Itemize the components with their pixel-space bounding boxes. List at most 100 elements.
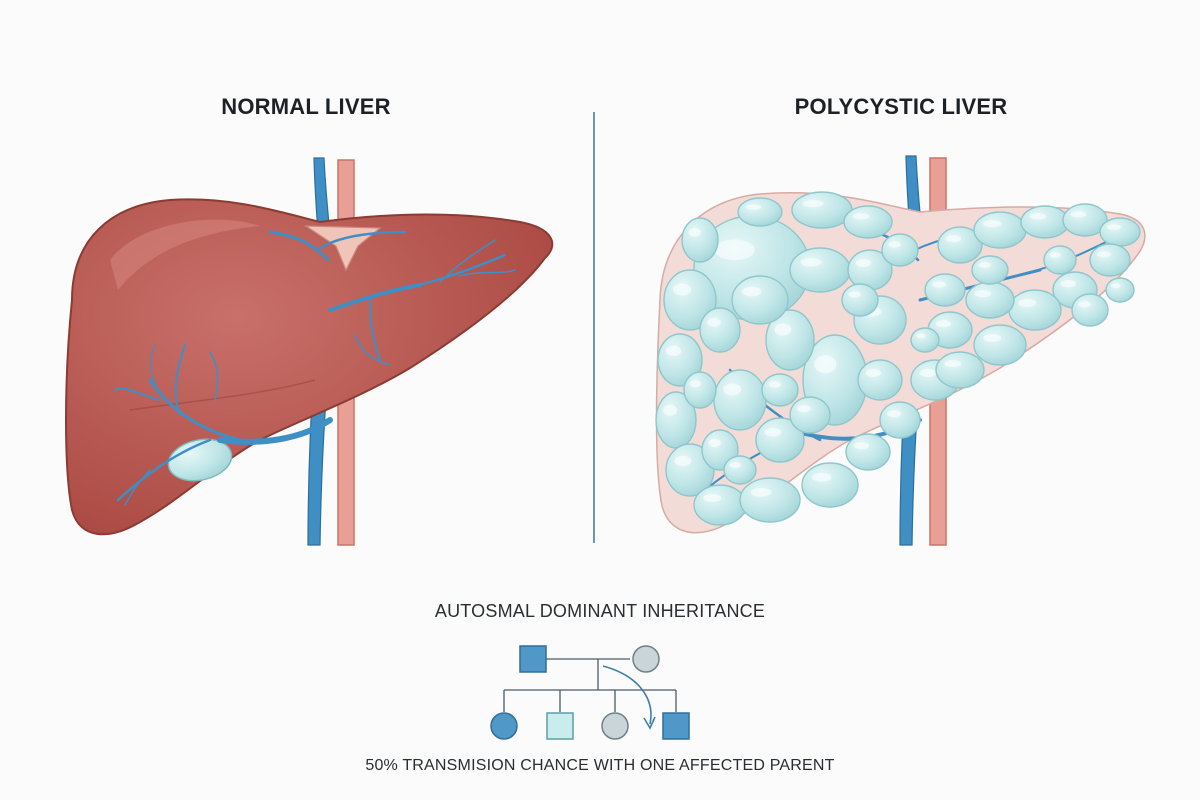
- cyst: [737, 197, 783, 227]
- cyst-highlight: [811, 472, 832, 482]
- cyst-highlight: [745, 204, 762, 210]
- cyst-highlight: [729, 462, 741, 468]
- cyst: [713, 369, 767, 431]
- gallbladder: [167, 438, 233, 482]
- child-affected-male: [662, 712, 690, 740]
- cyst: [971, 255, 1009, 285]
- cyst-highlight: [1078, 301, 1091, 308]
- cyst: [1020, 205, 1070, 239]
- cyst: [1008, 289, 1062, 331]
- cyst-highlight: [1070, 211, 1087, 218]
- cyst-highlight: [853, 442, 870, 450]
- cyst: [789, 396, 831, 434]
- cyst-highlight: [688, 227, 701, 237]
- cyst: [881, 233, 919, 267]
- cyst-highlight: [974, 290, 992, 298]
- normal-liver-title: NORMAL LIVER: [221, 94, 391, 119]
- cyst: [1099, 217, 1141, 247]
- cyst-highlight: [689, 380, 701, 388]
- cyst-highlight: [802, 200, 824, 208]
- cyst-highlight: [707, 317, 721, 327]
- cyst-highlight: [1107, 224, 1121, 230]
- cyst-highlight: [932, 281, 946, 288]
- cyst: [699, 307, 741, 353]
- cyst: [1089, 243, 1131, 277]
- cyst: [791, 191, 853, 229]
- cyst: [973, 324, 1027, 366]
- cyst-highlight: [1097, 251, 1111, 258]
- cyst-highlight: [663, 404, 677, 416]
- cyst: [973, 211, 1027, 249]
- cyst-highlight: [978, 262, 991, 268]
- cyst: [801, 462, 859, 508]
- child-affected-female: [490, 712, 518, 740]
- cyst: [843, 205, 893, 239]
- pedigree-chart: [490, 645, 690, 740]
- cyst: [723, 455, 757, 485]
- cyst: [1071, 293, 1109, 327]
- cyst-highlight: [800, 257, 822, 267]
- cyst: [789, 247, 851, 293]
- cyst-highlight: [945, 235, 962, 243]
- cyst-highlight: [814, 355, 837, 374]
- cyst: [761, 373, 799, 407]
- cyst: [1105, 277, 1135, 303]
- cyst-highlight: [935, 320, 952, 328]
- cyst-highlight: [703, 494, 722, 502]
- parent-unaffected-female: [632, 645, 660, 673]
- cyst-highlight: [915, 333, 926, 339]
- cyst: [879, 401, 921, 439]
- cyst: [924, 273, 966, 307]
- cyst-highlight: [983, 220, 1002, 228]
- cyst-highlight: [741, 286, 762, 297]
- cyst: [857, 359, 903, 401]
- cyst-highlight: [1018, 299, 1037, 307]
- child-unaffected-female: [601, 712, 629, 740]
- cyst: [739, 477, 801, 523]
- cyst-highlight: [750, 487, 772, 497]
- cyst-highlight: [674, 455, 692, 467]
- cyst-highlight: [708, 439, 721, 447]
- cyst-highlight: [714, 239, 755, 261]
- normal-liver: [65, 157, 554, 546]
- inheritance-title: AUTOSMAL DOMINANT INHERITANCE: [434, 601, 766, 621]
- cyst-highlight: [768, 381, 781, 388]
- polycystic-liver: [655, 155, 1146, 546]
- cyst: [693, 484, 747, 526]
- cyst-highlight: [723, 383, 742, 396]
- cyst-highlight: [1049, 252, 1061, 258]
- cyst: [1043, 245, 1077, 275]
- cyst-highlight: [983, 334, 1002, 342]
- cyst: [910, 327, 940, 353]
- cyst: [935, 351, 985, 389]
- cyst: [841, 283, 879, 317]
- cyst-highlight: [1029, 213, 1047, 220]
- cyst-highlight: [919, 369, 937, 377]
- cyst: [965, 281, 1015, 319]
- child-unaffected-male: [546, 712, 574, 740]
- polycystic-liver-title: POLYCYSTIC LIVER: [794, 94, 1008, 119]
- cyst-highlight: [764, 427, 782, 437]
- cyst-highlight: [852, 213, 870, 220]
- cyst-highlight: [1060, 280, 1077, 288]
- transmission-arrow: [602, 665, 652, 725]
- cyst: [681, 217, 719, 263]
- inheritance-note: 50% TRANSMISION CHANCE WITH ONE AFFECTED…: [365, 757, 835, 774]
- cyst-highlight: [865, 369, 882, 377]
- cyst: [683, 371, 717, 409]
- cyst-highlight: [673, 283, 692, 296]
- cyst-highlight: [797, 405, 811, 413]
- cyst-highlight: [888, 241, 901, 248]
- cyst: [845, 433, 891, 471]
- parent-affected-male: [519, 645, 547, 673]
- cyst-highlight: [665, 345, 682, 357]
- cyst-highlight: [848, 291, 861, 298]
- cyst-highlight: [944, 360, 962, 368]
- cyst-highlight: [887, 410, 901, 418]
- cyst-highlight: [1110, 283, 1121, 289]
- cyst-highlight: [774, 323, 792, 336]
- cyst: [731, 275, 789, 325]
- cyst-cluster: [655, 191, 1141, 526]
- cyst-highlight: [855, 259, 872, 267]
